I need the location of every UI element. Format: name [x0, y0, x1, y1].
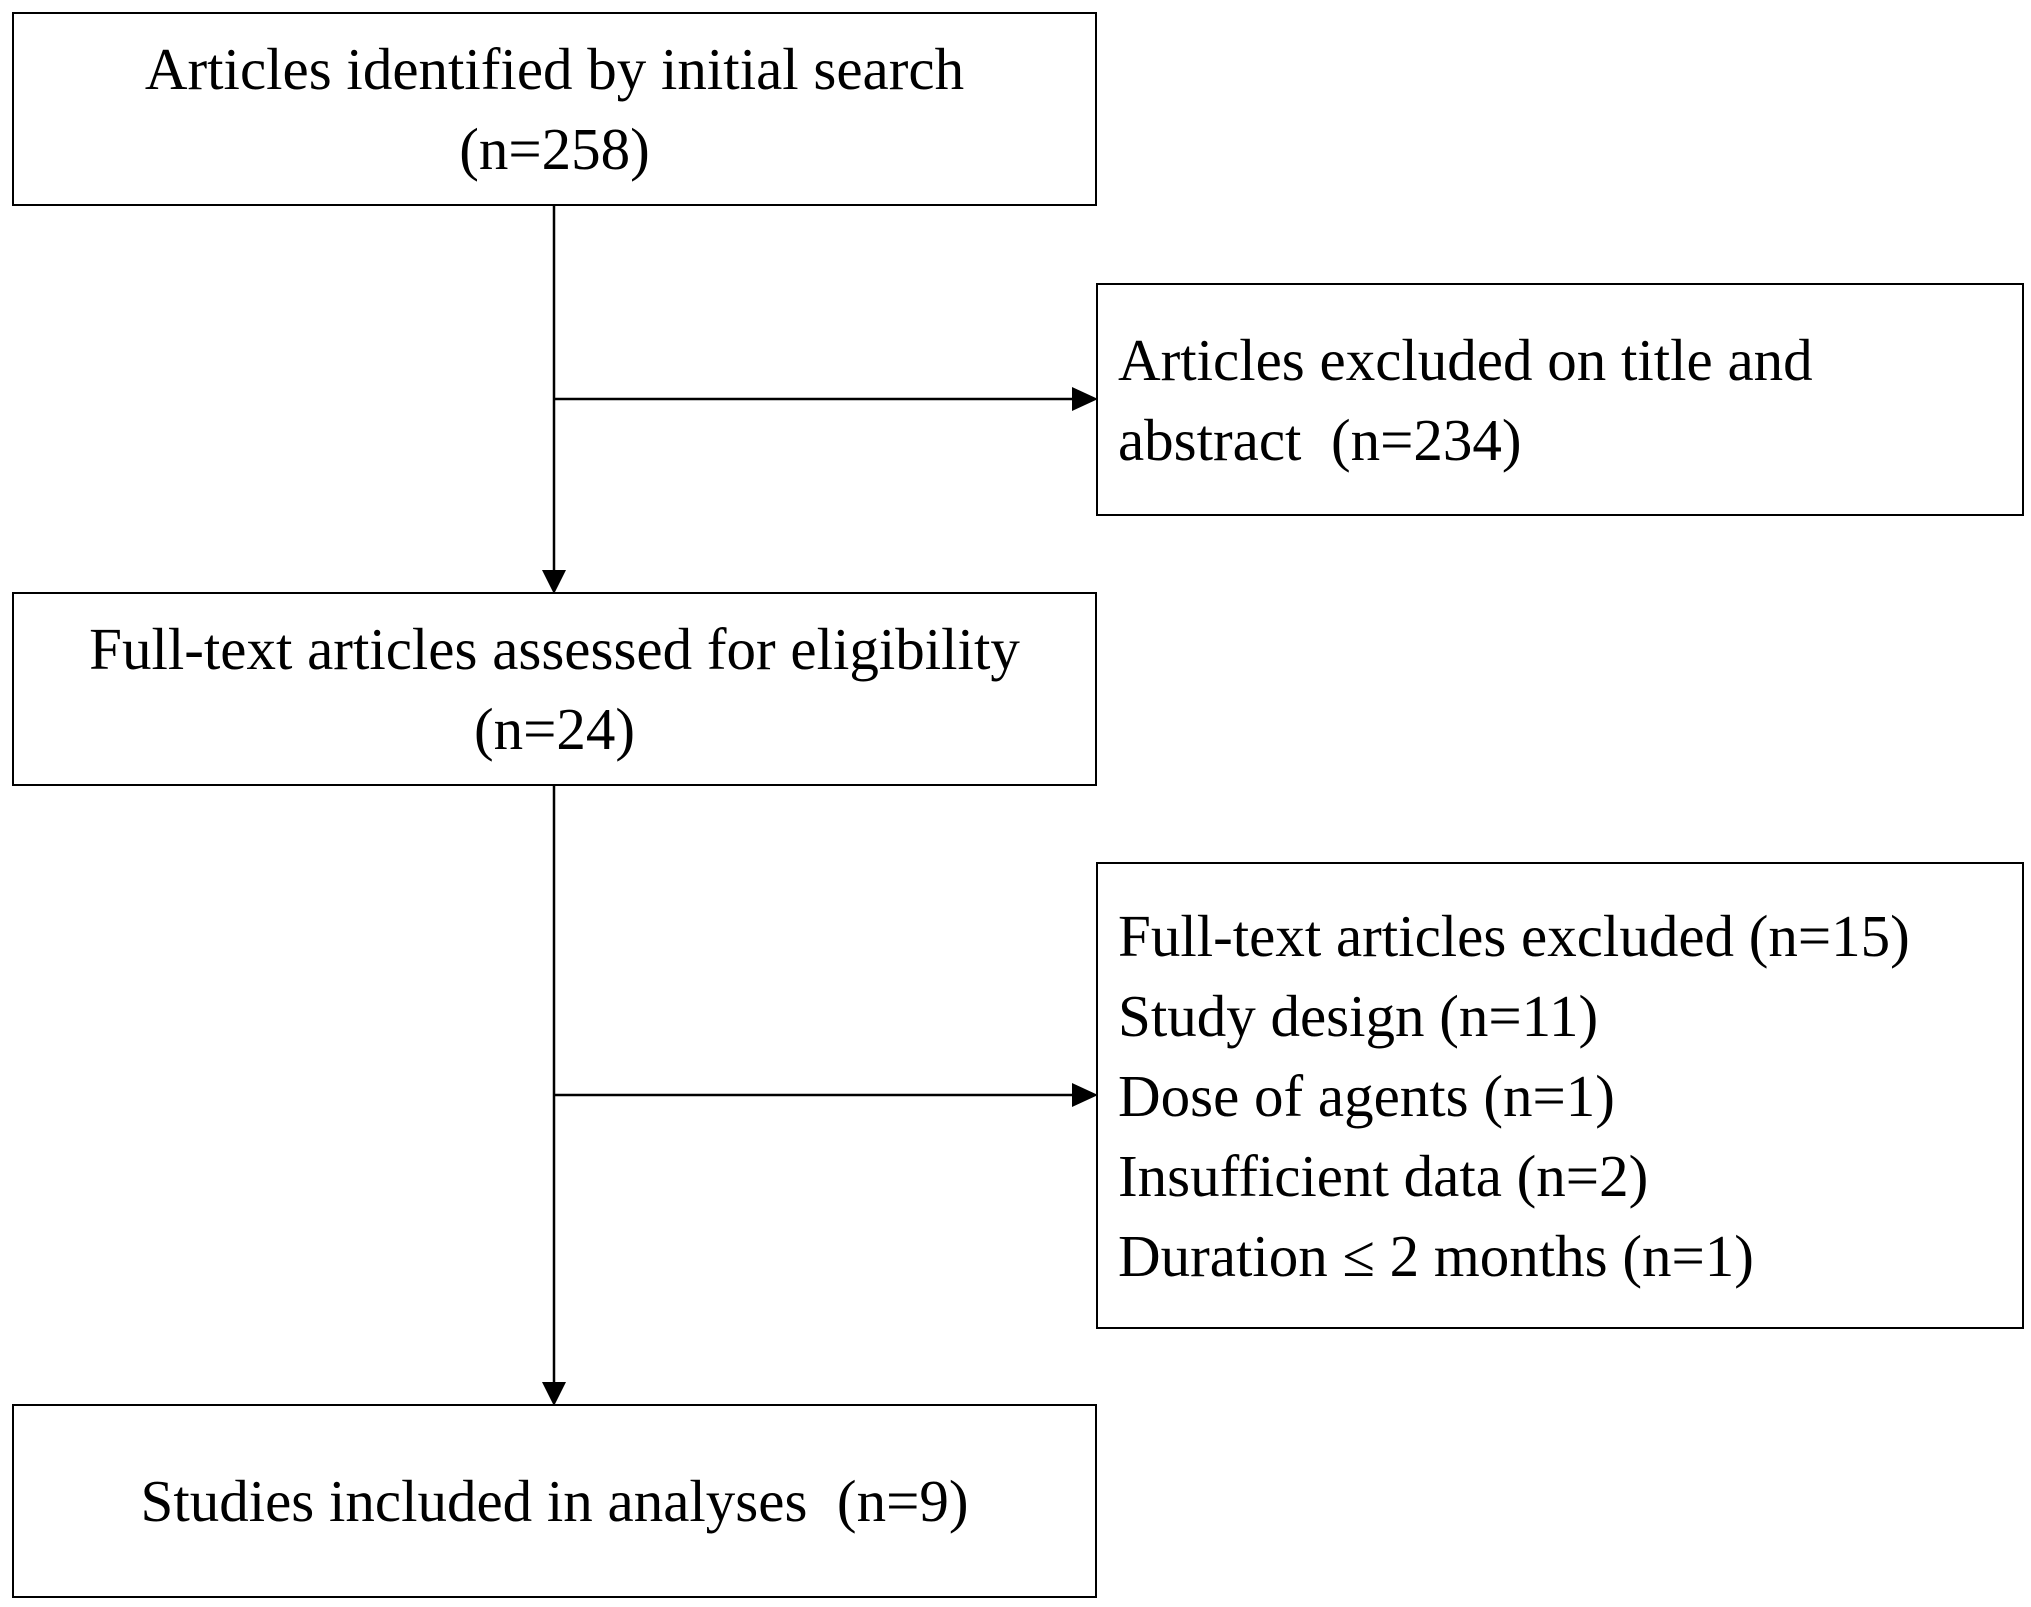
- excluded-reason-duration: Duration ≤ 2 months (n=1): [1118, 1222, 1754, 1289]
- arrowhead-fulltext: [542, 570, 566, 594]
- excluded-title-abstract-line-2: abstract (n=234): [1118, 406, 1522, 473]
- arrowhead-included: [542, 1382, 566, 1406]
- excluded-reason-insufficient-data: Insufficient data (n=2): [1118, 1142, 1649, 1209]
- full-text-excluded-box: Full-text articles excluded (n=15) Study…: [1096, 862, 2024, 1329]
- arrowhead-full-text-excluded: [1072, 1083, 1098, 1107]
- initial-search-count: (n=258): [459, 116, 650, 182]
- excluded-title-abstract-line-1: Articles excluded on title and: [1118, 326, 1813, 393]
- full-text-assessed-box: Full-text articles assessed for eligibil…: [12, 592, 1097, 786]
- included-studies-label: Studies included in analyses (n=9): [140, 1468, 969, 1534]
- initial-search-label: Articles identified by initial search: [144, 36, 965, 102]
- initial-search-box: Articles identified by initial search (n…: [12, 12, 1097, 206]
- included-studies-box: Studies included in analyses (n=9): [12, 1404, 1097, 1598]
- excluded-reason-study-design: Study design (n=11): [1118, 982, 1599, 1049]
- excluded-title-abstract-box: Articles excluded on title and abstract …: [1096, 283, 2024, 516]
- arrowhead-excluded-title-abstract: [1072, 387, 1098, 411]
- full-text-assessed-label: Full-text articles assessed for eligibil…: [89, 616, 1020, 682]
- full-text-assessed-count: (n=24): [473, 696, 636, 762]
- full-text-excluded-total: Full-text articles excluded (n=15): [1118, 902, 1910, 969]
- excluded-reason-dose: Dose of agents (n=1): [1118, 1062, 1615, 1129]
